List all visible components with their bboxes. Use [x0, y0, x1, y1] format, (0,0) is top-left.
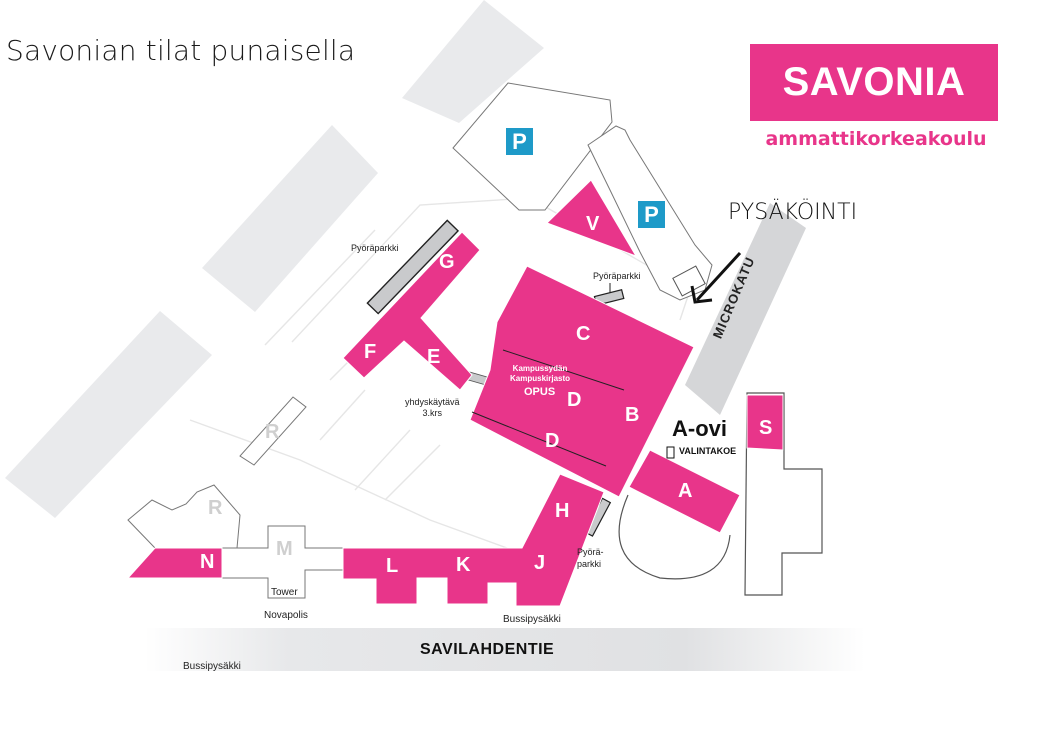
map-title: Savonian tilat punaisella	[6, 34, 356, 67]
building-r-west	[127, 484, 241, 549]
tower-label: Tower	[271, 587, 298, 598]
building-label-d-upper: D	[567, 389, 582, 411]
building-c-b-d	[469, 265, 695, 498]
building-a-round	[618, 494, 731, 580]
building-label-h: H	[555, 500, 570, 522]
building-label-n: N	[200, 551, 215, 573]
bus-stop-label-1: Bussipysäkki	[503, 614, 561, 625]
building-label-g: G	[439, 251, 455, 273]
bike-parking-label-h: Pyörä- parkki	[577, 547, 604, 569]
road-band-west	[5, 311, 212, 518]
bike-parking-label-c: Pyöräparkki	[593, 271, 641, 281]
building-h-j-k-l	[342, 473, 605, 607]
walkway-label: yhdyskäytävä 3.krs	[405, 397, 460, 418]
building-label-k: K	[456, 554, 471, 576]
parking-arrow-head	[690, 285, 713, 304]
library-name-label: OPUS	[524, 386, 556, 398]
entrance-note-label: VALINTAKOE	[679, 446, 737, 456]
parking-arrow	[695, 251, 742, 302]
building-label-v: V	[586, 213, 600, 235]
building-label-f: F	[364, 341, 377, 363]
novapolis-label: Novapolis	[264, 610, 308, 621]
logo-name: SAVONIA	[782, 60, 966, 104]
building-separators	[471, 349, 625, 467]
bike-rack-g	[366, 219, 460, 315]
savilahdentie-road	[145, 628, 865, 671]
building-label-m: M	[276, 538, 293, 560]
parking-marker-2	[638, 201, 665, 228]
bus-stop-label-2: Bussipysäkki	[183, 661, 241, 672]
building-r-north	[239, 396, 307, 466]
parking-symbol-1: P	[512, 129, 527, 154]
building-label-l: L	[386, 555, 399, 577]
parking-symbol-2: P	[644, 202, 659, 227]
road-band-north	[402, 0, 544, 123]
building-label-s: S	[759, 417, 773, 439]
microkatu-road	[685, 203, 806, 415]
building-label-r-west: R	[208, 497, 223, 519]
library-label: Kampussydän Kampuskirjasto	[510, 364, 571, 383]
parking-area-label: PYSÄKÖINTI	[728, 200, 858, 225]
building-label-b: B	[625, 404, 640, 426]
building-label-c: C	[576, 323, 591, 345]
parking-marker-1	[506, 128, 533, 155]
entrance-marker	[666, 446, 675, 459]
building-n	[126, 547, 223, 579]
building-label-j: J	[534, 552, 546, 574]
logo-subtitle: ammattikorkeakoulu	[765, 128, 987, 150]
road-band-middle	[202, 125, 378, 312]
building-a	[628, 449, 741, 534]
building-v	[546, 179, 638, 257]
main-entrance-label: A-ovi	[672, 416, 727, 441]
building-g	[342, 231, 481, 391]
building-s	[746, 394, 784, 451]
building-label-a: A	[678, 480, 693, 502]
savonia-logo: SAVONIA	[750, 44, 998, 121]
street-savilahdentie: SAVILAHDENTIE	[420, 641, 555, 658]
building-label-r-north: R	[265, 421, 280, 443]
building-label-d-lower: D	[545, 430, 560, 452]
building-label-e: E	[427, 346, 441, 368]
bike-parking-label-g: Pyöräparkki	[351, 243, 399, 253]
